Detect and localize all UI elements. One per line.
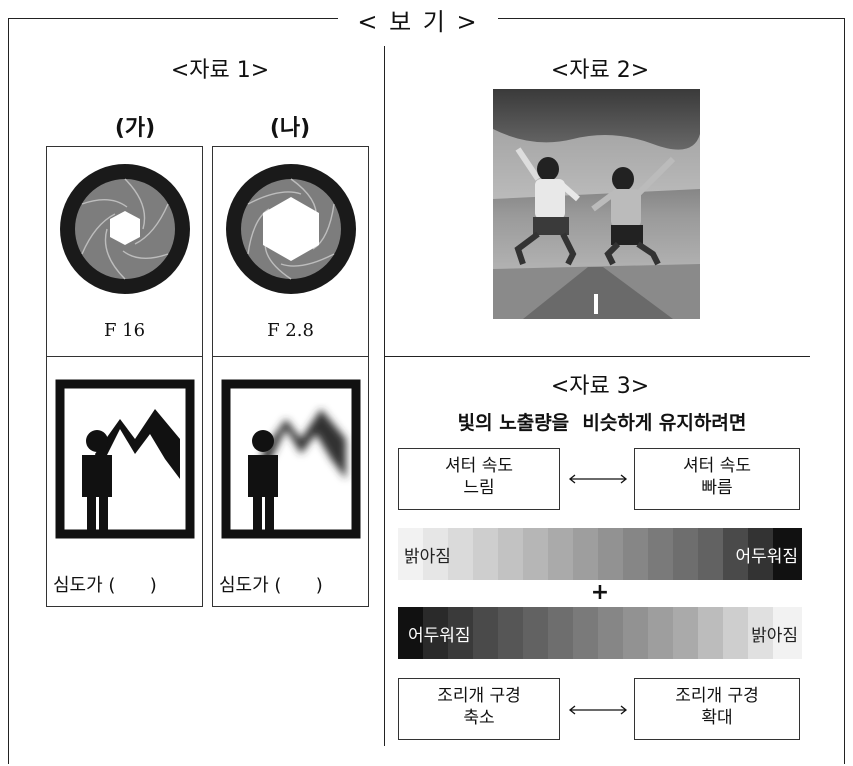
col-a-label: (가) [114,116,156,141]
fnumber-a: F 16 [103,320,146,341]
brightness-bar-1: 밝아짐 어두워짐 [398,528,802,580]
aperture-f16-icon [60,164,190,294]
aperture-small-box: 조리개 구경 축소 [398,678,560,740]
header-title: < 보 기 > [338,2,498,37]
aperture-large-line2: 확대 [701,708,733,728]
vertical-divider [384,46,385,746]
shutter-slow-line1: 셔터 속도 [445,456,513,476]
aperture-small-line1: 조리개 구경 [437,686,521,706]
resource1-title: <자료 1> [170,58,270,83]
bar2-right-label: 밝아짐 [751,626,798,646]
depth-text-b: 심도가 ( ) [219,575,323,596]
aperture-cell-a: F 16 [46,146,203,357]
depth-cell-a: 심도가 ( ) [46,356,203,607]
double-arrow-icon [568,474,628,484]
shutter-fast-box: 셔터 속도 빠름 [634,448,800,510]
fnumber-b: F 2.8 [267,320,314,341]
aperture-large-line1: 조리개 구경 [675,686,759,706]
resource2-title: <자료 2> [550,58,650,83]
depth-text-a: 심도가 ( ) [53,575,157,596]
bar1-left-label: 밝아짐 [404,547,451,567]
blurred-landscape-icon [221,379,361,539]
bar2-left-label: 어두워짐 [408,626,471,646]
bar1-right-label: 어두워짐 [735,547,798,567]
resource3-title: <자료 3> [550,374,650,399]
horizontal-divider [384,356,810,357]
jumping-people-photo [493,89,700,319]
col-b-label: (나) [269,116,311,141]
shutter-slow-line2: 느림 [463,478,495,498]
sharp-landscape-icon [55,379,195,539]
shutter-fast-line1: 셔터 속도 [683,456,751,476]
shutter-fast-line2: 빠름 [701,478,733,498]
aperture-cell-b: F 2.8 [212,146,369,357]
depth-cell-b: 심도가 ( ) [212,356,369,607]
shutter-slow-box: 셔터 속도 느림 [398,448,560,510]
aperture-small-line2: 축소 [463,708,495,728]
aperture-f28-icon [226,164,356,294]
aperture-large-box: 조리개 구경 확대 [634,678,800,740]
plus-sign: + [590,580,610,605]
brightness-bar-2: 어두워짐 밝아짐 [398,607,802,659]
resource3-subtitle: 빛의 노출량을 비슷하게 유지하려면 [457,412,747,434]
double-arrow-icon-2 [568,705,628,715]
